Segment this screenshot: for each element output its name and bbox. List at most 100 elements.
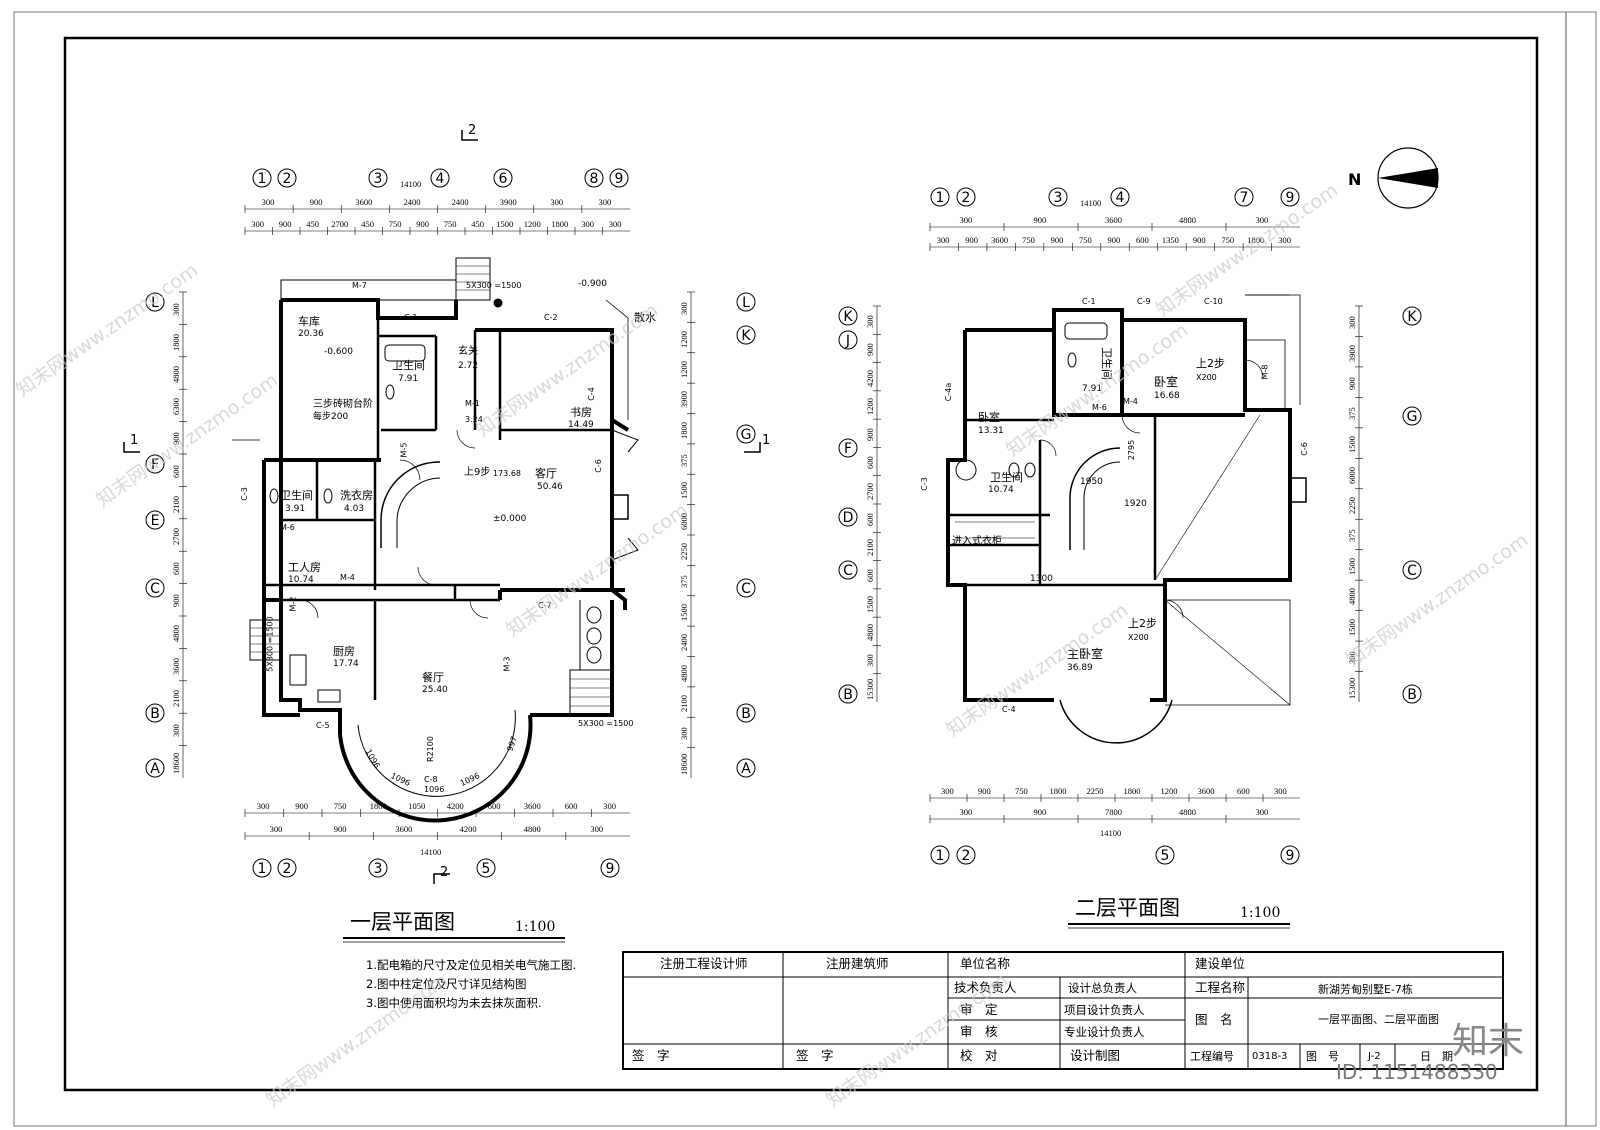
room-bath1-area: 7.91 [398, 374, 419, 384]
tag2-c9: C-9 [1137, 297, 1151, 306]
p1-dim-left-7: 2700 [171, 528, 181, 545]
p1-dim-right-15: 18600 [679, 754, 689, 776]
p2-axis-left-B: B [843, 687, 853, 703]
tb-sign1: 签 字 [632, 1048, 670, 1063]
tb-drawing-name: 一层平面图、二层平面图 [1318, 1013, 1439, 1026]
room-laundry: 洗衣房 [340, 489, 373, 502]
p2-dim-top-r1-3: 4800 [1179, 215, 1196, 225]
p1-dim-left-0: 300 [171, 302, 181, 316]
plan1-title: 一层平面图 [350, 910, 455, 934]
p2-dim-right-12: 15300 [1347, 678, 1357, 700]
p2-axis-top-1-circle [930, 187, 950, 207]
wall [262, 600, 300, 717]
p2-axis-left-J-circle [838, 330, 858, 350]
p1-axis-left-E-circle [145, 510, 165, 530]
p2-dim-right-4: 1500 [1347, 436, 1357, 454]
p1-dim-bot-r1-3: 1800 [369, 801, 387, 811]
tag2-c6: C-6 [1299, 442, 1309, 456]
room-bath2-area: 3.91 [285, 504, 306, 514]
p2-axis-bottom-1: 1 [936, 848, 945, 864]
p1-axis-right-L: L [742, 295, 750, 311]
p1-dim-top-r2-11: 1800 [551, 219, 569, 229]
p2-dim-right-0: 300 [1347, 315, 1357, 329]
plan1-section-mark-top: 2 [468, 123, 477, 138]
p1-axis-bottom-5: 5 [482, 861, 491, 877]
tag-m4: M-4 [340, 573, 355, 582]
p1-dim-right-12: 4800 [679, 664, 689, 682]
p1-dim-bot-total: 14100 [420, 847, 442, 857]
label-stair-up: 上9步 [464, 467, 491, 478]
p2-dim-left-11: 4800 [865, 624, 875, 642]
p1-axis-top-4-circle [430, 168, 450, 188]
p2-dim-top-r2-5: 750 [1079, 235, 1092, 245]
p1-dim-bot-r1-2: 750 [333, 801, 347, 811]
p1-dim-right-11: 2400 [679, 634, 689, 652]
tag-c1: C-1 [404, 313, 418, 322]
p1-dim-top-r1-2: 3600 [355, 197, 373, 207]
p1-axis-left-L: L [151, 295, 159, 311]
p2-dim-top-r2-9: 900 [1192, 235, 1206, 245]
p2-axis-bottom-5-circle [1155, 845, 1175, 865]
p1-axis-left-A-circle [145, 758, 165, 778]
label-stair-right: 5X300 =1500 [578, 719, 634, 728]
p1-dim-right-3: 3900 [679, 391, 689, 409]
p2-axis-left-K-circle [838, 306, 858, 326]
tb-unit-name: 单位名称 [960, 956, 1011, 971]
brand-watermark: 知末 [1452, 1021, 1525, 1062]
p1-axis-right-L-circle [736, 292, 756, 312]
wall [1052, 310, 1124, 417]
p1-axis-bottom-9: 9 [606, 861, 615, 877]
p1-dim-top-r2-3: 2700 [331, 219, 349, 229]
tb-specialty-lead: 专业设计负责人 [1064, 1025, 1145, 1039]
room2-bedroom1-area: 13.31 [978, 426, 1004, 436]
p1-axis-top-1: 1 [258, 171, 267, 187]
tag-m3: M-3 [502, 656, 512, 672]
p1-axis-top-2-circle [277, 168, 297, 188]
label2-x200-1: X200 [1196, 373, 1217, 382]
p2-axis-left-K: K [843, 309, 853, 325]
p1-axis-left-C-circle [145, 578, 165, 598]
label2-x200-2: X200 [1128, 633, 1149, 642]
title-block-grid [622, 951, 1504, 1070]
p1-dim-right-13: 2100 [679, 695, 689, 713]
p2-axis-left-C: C [843, 563, 853, 579]
p1-axis-right-C: C [741, 581, 751, 597]
label2-up-2: 上2步 [1128, 617, 1157, 630]
p2-axis-bottom-2-circle [956, 845, 976, 865]
p1-axis-left-C: C [150, 581, 160, 597]
tag2-m4: M-4 [1123, 397, 1138, 406]
p2-dim-left-5: 600 [865, 456, 875, 470]
p1-dim-right-14: 300 [679, 727, 689, 740]
p1-dim-bot-r1-5: 4200 [446, 801, 464, 811]
p2-axis-top-4: 4 [1116, 190, 1125, 206]
p2-axis-left-F-circle [838, 438, 858, 458]
room-dining-area: 25.40 [422, 685, 448, 695]
tb-project-name-label: 工程名称 [1195, 980, 1246, 995]
p2-dim-top-r1-2: 3600 [1105, 215, 1122, 225]
p1-axis-left-B: B [150, 706, 160, 722]
tb-drawing-no-label: 图 号 [1306, 1050, 1339, 1063]
p2-dim-bot-r1-6: 1200 [1160, 786, 1178, 796]
p2-dim-left-1: 900 [865, 343, 875, 356]
tb-drawing-no: J-2 [1368, 1051, 1381, 1062]
p1-dim-top-r2-0: 300 [251, 219, 264, 229]
p1-axis-top-9-circle [609, 168, 629, 188]
p2-axis-bottom-9-circle [1280, 845, 1300, 865]
p2-axis-left-D: D [843, 510, 854, 526]
p2-axis-top-2-circle [956, 187, 976, 207]
p1-axis-bottom-1-circle [252, 858, 272, 878]
p1-dim-left-1: 1800 [171, 333, 181, 351]
wall [610, 420, 627, 610]
p1-axis-top-9: 9 [615, 171, 624, 187]
p1-dim-top-r1-7: 300 [598, 197, 612, 207]
p1-axis-bottom-2: 2 [283, 861, 292, 877]
p1-axis-bottom-3-circle [368, 858, 388, 878]
tb-construction-unit: 建设单位 [1195, 956, 1246, 971]
p2-dim-top-r2-1: 900 [965, 235, 978, 245]
p2-axis-left-C-circle [838, 560, 858, 580]
label-arc-3: 1096 [424, 785, 445, 794]
p1-dim-top-r2-7: 750 [443, 219, 457, 229]
p2-dim-bot-r1-1: 900 [978, 786, 991, 796]
p1-dim-right-2: 1200 [679, 360, 689, 378]
tag-c5: C-5 [316, 721, 330, 730]
